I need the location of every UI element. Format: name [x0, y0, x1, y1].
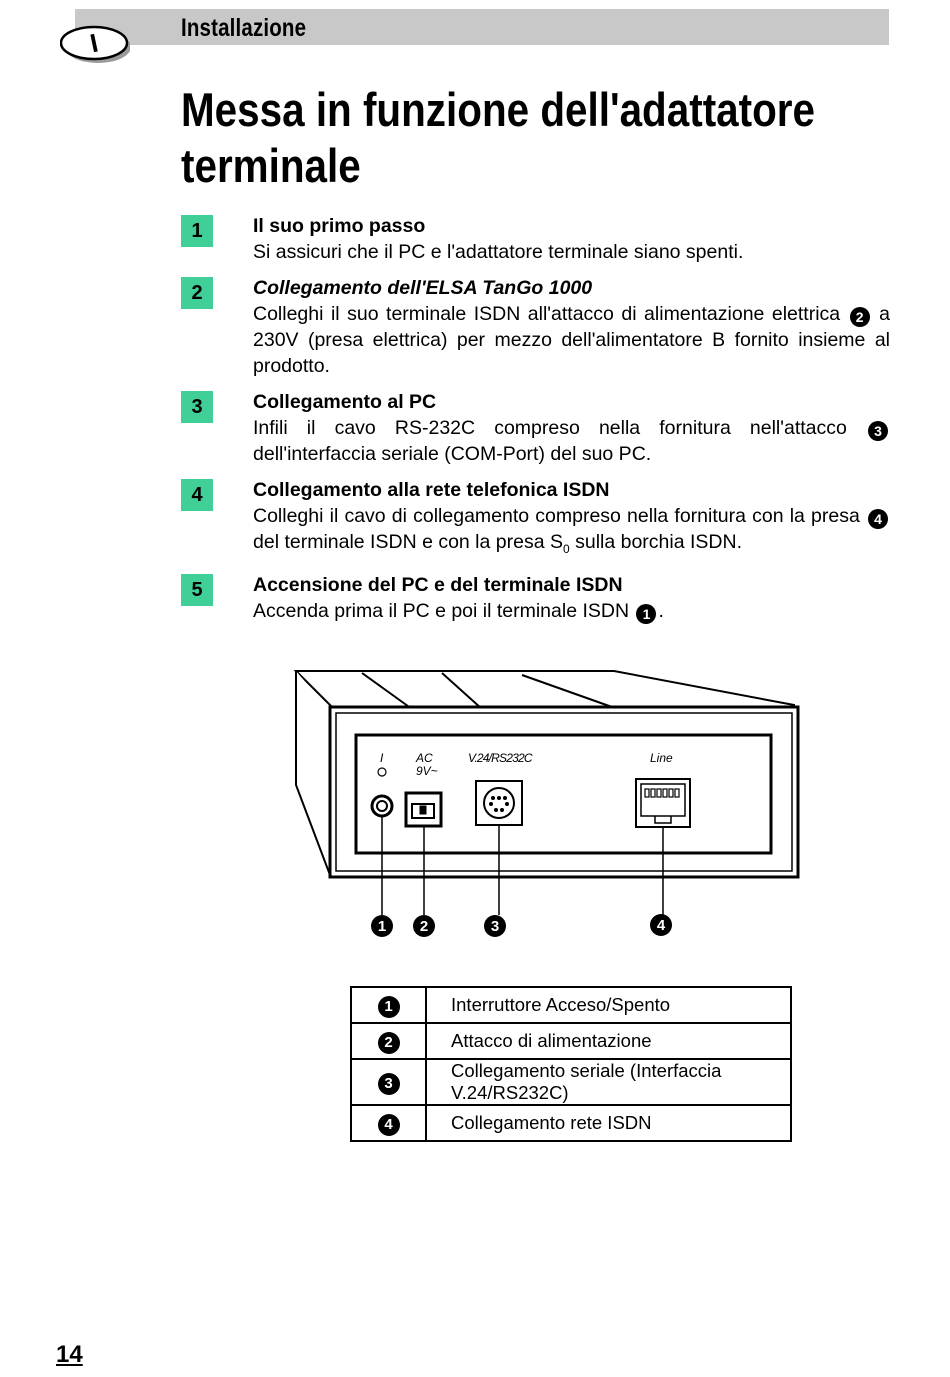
legend-label: Interruttore Acceso/Spento — [425, 986, 792, 1024]
step-4: 4 Collegamento alla rete telefonica ISDN… — [181, 477, 890, 562]
line-port-label: Line — [650, 751, 673, 765]
callout-3-label: 3 — [491, 918, 499, 935]
table-row: 2 Attacco di alimentazione — [350, 1022, 792, 1060]
steps-list: 1 Il suo primo passo Si assicuri che il … — [181, 213, 890, 634]
legend-label: Collegamento seriale (Interfaccia V.24/R… — [425, 1058, 792, 1106]
legend-marker: 3 — [377, 1073, 400, 1095]
section-label: Installazione — [181, 14, 307, 42]
step-2: 2 Collegamento dell'ELSA TanGo 1000 Coll… — [181, 275, 890, 379]
legend-marker: 2 — [377, 1032, 400, 1054]
ac-voltage-label: 9V~ — [416, 764, 438, 778]
callout-2-marker — [413, 915, 435, 937]
step-5: 5 Accensione del PC e del terminale ISDN… — [181, 572, 890, 624]
callout-4-label: 4 — [657, 917, 666, 934]
callout-2-label: 2 — [420, 918, 428, 935]
step-number: 1 — [181, 215, 213, 247]
callout-marker: 2 — [849, 307, 870, 327]
step-number: 3 — [181, 391, 213, 423]
step-text: Si assicuri che il PC e l'adattatore ter… — [253, 241, 744, 263]
callout-marker: 3 — [868, 421, 888, 441]
step-title: Accensione del PC e del terminale ISDN — [253, 573, 623, 596]
serial-connector-icon — [475, 780, 523, 826]
table-row: 4 Collegamento rete ISDN — [350, 1104, 792, 1142]
step-title: Collegamento dell'ELSA TanGo 1000 — [253, 277, 593, 299]
legend-marker: 4 — [377, 1114, 400, 1136]
step-text: Accenda prima il PC e poi il terminale I… — [253, 599, 664, 624]
serial-port-label: V.24/RS232C — [468, 751, 533, 765]
callout-1-label: 1 — [378, 918, 386, 935]
legend-label: Attacco di alimentazione — [425, 1022, 792, 1060]
legend-table: 1 Interruttore Acceso/Spento 2 Attacco d… — [350, 986, 792, 1142]
page-number: 14 — [56, 1341, 83, 1368]
legend-marker: 1 — [377, 996, 400, 1018]
legend-label: Collegamento rete ISDN — [425, 1104, 792, 1142]
step-number: 5 — [181, 573, 213, 606]
step-text: Colleghi il cavo di collegamento compres… — [253, 503, 890, 562]
ac-label: AC — [415, 751, 433, 765]
page-title: Messa in funzione dell'adattatore termin… — [181, 83, 815, 192]
step-title: Collegamento alla rete telefonica ISDN — [253, 479, 610, 501]
language-badge: I — [60, 25, 130, 63]
step-text: Infili il cavo RS-232C compreso nella fo… — [253, 415, 890, 467]
power-switch-label: I — [380, 751, 384, 765]
step-number: 4 — [181, 479, 213, 511]
callout-marker: 1 — [636, 603, 657, 624]
callout-4-marker — [650, 914, 672, 936]
step-title: Collegamento al PC — [253, 391, 437, 413]
table-row: 1 Interruttore Acceso/Spento — [350, 986, 792, 1024]
step-1: 1 Il suo primo passo Si assicuri che il … — [181, 213, 890, 265]
step-number: 2 — [181, 277, 213, 309]
device-rear-panel-illustration: I AC 9V~ V.24/RS232C Line — [293, 670, 800, 937]
table-row: 3 Collegamento seriale (Interfaccia V.24… — [350, 1058, 792, 1106]
step-text: Colleghi il suo terminale ISDN all'attac… — [253, 303, 891, 377]
callout-1-marker — [371, 915, 393, 937]
callout-marker: 4 — [868, 509, 889, 529]
step-3: 3 Collegamento al PC Infili il cavo RS-2… — [181, 389, 890, 467]
header-bar — [75, 9, 889, 45]
step-title: Il suo primo passo — [253, 215, 426, 237]
callout-3-marker — [484, 915, 506, 937]
